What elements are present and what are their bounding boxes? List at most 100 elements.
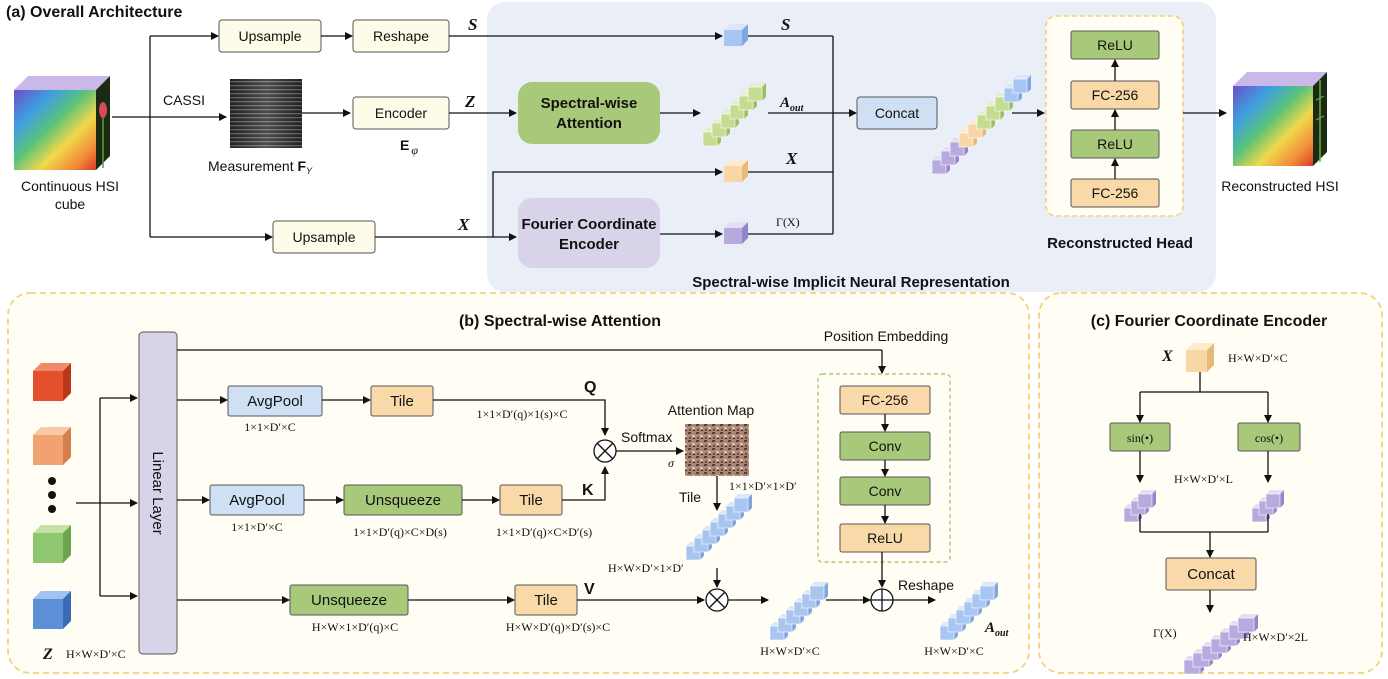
c-concat-box [1165, 557, 1257, 591]
spectral-attention-box [518, 82, 660, 144]
c-gamma-label: Γ(X) [1153, 626, 1177, 640]
unsqueeze-2-dims: H×W×1×D′(q)×C [312, 620, 398, 634]
hsi-cube-icon [1233, 72, 1327, 166]
token-stack-icon [1123, 490, 1156, 523]
symbol-s-left: S [468, 15, 477, 34]
symbol-gamma-x: Γ(X) [776, 215, 800, 229]
token-face [1280, 490, 1284, 508]
token-stack-icon [931, 75, 1031, 175]
token-face [748, 494, 752, 512]
encoder-label: Encoder [375, 105, 427, 121]
cube-icon [1186, 343, 1214, 372]
ellipsis-dot [48, 505, 56, 513]
c-out-dims: H×W×D′×2L [1243, 630, 1308, 644]
token-face [1138, 490, 1156, 494]
a-out-b-label: Aout [984, 620, 1010, 639]
token-stack-icon [769, 582, 828, 641]
panel-c-frame [1038, 292, 1383, 674]
tile-3-label: Tile [534, 592, 558, 609]
token-stack-icon [685, 494, 752, 561]
k-label: K [582, 482, 594, 499]
pe-layer-3-label: Conv [869, 483, 902, 499]
cube-icon [33, 591, 71, 629]
avgpool-1-box [227, 385, 323, 417]
reshape-label: Reshape [373, 28, 429, 44]
tile-2-label: Tile [519, 492, 543, 509]
cube-icon [33, 363, 71, 401]
unsqueeze-1-dims: 1×1×D′(q)×C×D(s) [353, 525, 447, 539]
ellipsis-dot [48, 491, 56, 499]
tile-label: Tile [679, 489, 701, 505]
token-face [980, 582, 998, 586]
token-face [1237, 617, 1255, 633]
attention-map-icon [685, 424, 749, 476]
token-face [1013, 75, 1031, 79]
inr-background [487, 2, 1216, 292]
fourier-encoder-label-1: Fourier Coordinate [521, 216, 656, 233]
fourier-encoder-label-2: Encoder [559, 236, 619, 253]
token-face [809, 585, 825, 601]
upsample-top-label: Upsample [238, 28, 301, 44]
c-concat-label: Concat [1187, 566, 1235, 583]
cos-label: cos(•) [1255, 431, 1283, 445]
linear-layer-box [138, 331, 178, 655]
avgpool-1-dims: 1×1×D′×C [244, 420, 296, 434]
k-to-mult [562, 466, 609, 501]
spectral-attention-label-1: Spectral-wise [541, 95, 638, 112]
token-face [1152, 490, 1156, 508]
panel-a-title: (a) Overall Architecture [6, 4, 182, 21]
inr-label: Spectral-wise Implicit Neural Representa… [692, 274, 1010, 291]
ellipsis-dot [48, 477, 56, 485]
token-stack-icon [1183, 614, 1258, 675]
tile-1-box [370, 385, 434, 417]
a-out-b-dims: H×W×D′×C [924, 644, 984, 658]
x-branch-line [492, 168, 723, 237]
z-dims: H×W×D′×C [66, 647, 126, 661]
token-face [1137, 493, 1153, 509]
token-face [1012, 78, 1028, 94]
measurement-label: Measurement FY [208, 158, 313, 176]
tiled-dims: H×W×D′×1×D′ [608, 561, 684, 575]
token-face [1266, 490, 1284, 494]
symbol-s-right: S [781, 15, 790, 34]
linear-layer-label: Linear Layer [149, 451, 166, 534]
token-stack-icon [702, 83, 766, 147]
v-label: V [584, 581, 595, 598]
upsample-bottom-label: Upsample [292, 229, 355, 245]
output-label: Reconstructed HSI [1221, 178, 1339, 194]
panel-b-title: (b) Spectral-wise Attention [459, 313, 661, 330]
pe-layer-4-label: ReLU [867, 530, 903, 546]
sin-label: sin(•) [1127, 431, 1153, 445]
head-layer-1-label: ReLU [1097, 37, 1133, 53]
avgpool-1-label: AvgPool [247, 393, 303, 410]
tile-2-dims: 1×1×D′(q)×C×D′(s) [496, 525, 592, 539]
tile-1-label: Tile [390, 393, 414, 410]
q-to-mult [433, 399, 609, 436]
token-face [824, 582, 828, 600]
softmax-label: Softmax [621, 429, 672, 445]
c-x-symbol: X [1161, 348, 1173, 365]
cassi-label: CASSI [163, 92, 205, 108]
token-face [1027, 75, 1031, 93]
token-face [733, 497, 749, 513]
l-dims: H×W×D′×L [1174, 472, 1233, 486]
token-face [810, 582, 828, 586]
unsqueeze-2-label: Unsqueeze [311, 592, 387, 609]
head-layer-4-label: FC-256 [1092, 185, 1139, 201]
head-layer-2-label: FC-256 [1092, 87, 1139, 103]
token-face [1254, 614, 1258, 632]
token-face [762, 83, 766, 101]
position-embedding-label: Position Embedding [824, 328, 949, 344]
head-title: Reconstructed Head [1047, 235, 1193, 252]
symbol-x-bottom: X [457, 215, 470, 234]
reshape-b-label: Reshape [898, 577, 954, 593]
panel-c-title: (c) Fourier Coordinate Encoder [1091, 313, 1327, 330]
token-stack-icon [1251, 490, 1284, 523]
z-symbol: Z [42, 646, 53, 663]
measurement-image-icon [230, 79, 302, 148]
pe-layer-2-label: Conv [869, 438, 902, 454]
tile-1-dims: 1×1×D′(q)×1(s)×C [476, 407, 567, 421]
token-face [994, 582, 998, 600]
